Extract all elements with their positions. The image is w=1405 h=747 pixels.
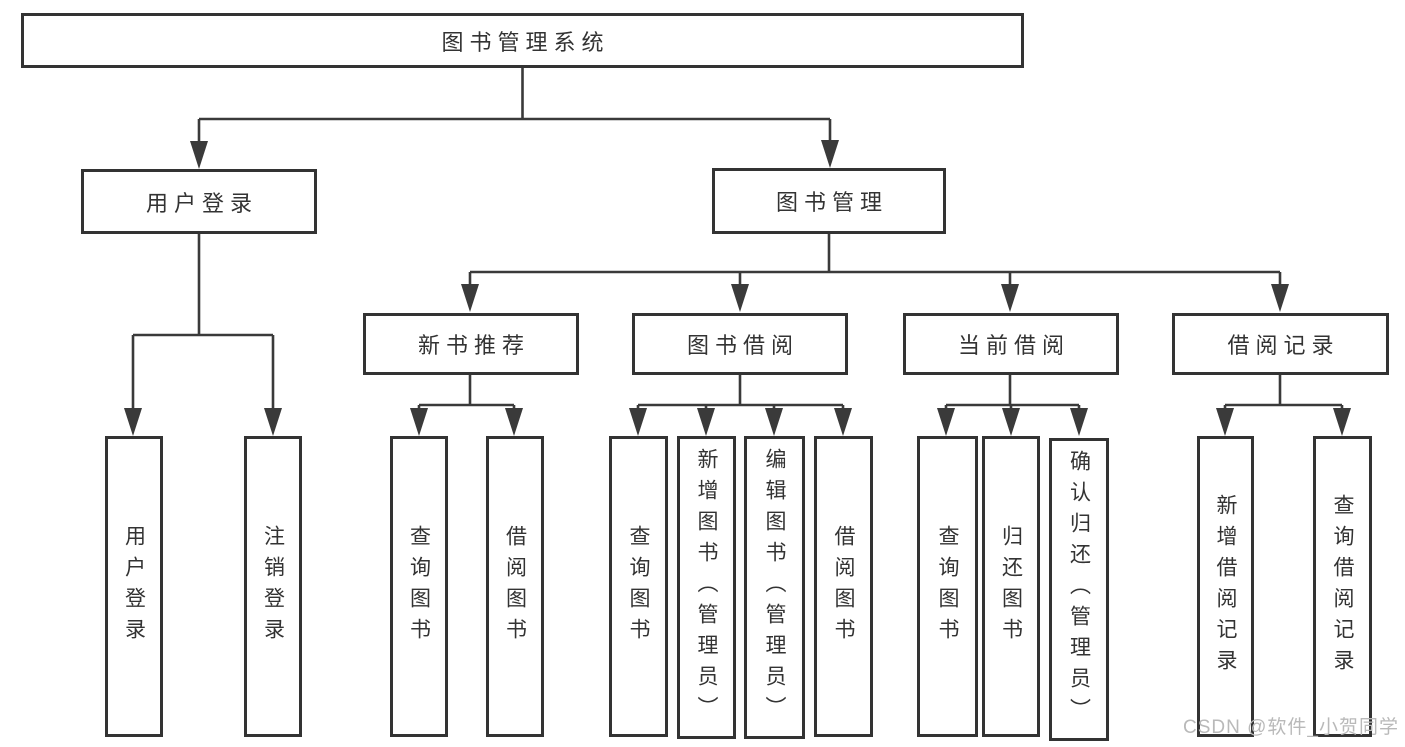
- node-leaf-user-login-label: 用户登录: [122, 524, 146, 649]
- connector-book-borrow-children: [629, 375, 852, 436]
- node-leaf-add-borrow-record: 新增借阅记录: [1197, 436, 1254, 737]
- node-leaf-logout: 注销登录: [244, 436, 302, 737]
- node-root: 图书管理系统: [21, 13, 1024, 68]
- connector-root-to-level2: [190, 68, 839, 169]
- connector-borrow-records-children: [1216, 375, 1351, 436]
- node-leaf-logout-label: 注销登录: [261, 524, 285, 649]
- node-current-borrow-label: 当前借阅: [957, 333, 1070, 358]
- node-leaf-query-borrow-record: 查询借阅记录: [1313, 436, 1372, 737]
- node-leaf-borrow-book-label: 借阅图书: [832, 524, 855, 649]
- watermark: CSDN @软件_小贺同学: [1183, 717, 1399, 738]
- node-leaf-return-book: 归还图书: [982, 436, 1040, 737]
- connector-user-login-children: [124, 234, 282, 436]
- connector-book-management-to-level3: [461, 234, 1289, 312]
- node-leaf-query-book-recommend: 查询图书: [390, 436, 448, 737]
- node-leaf-borrow-book-recommend: 借阅图书: [486, 436, 544, 737]
- node-root-label: 图书管理系统: [441, 29, 610, 55]
- node-book-management-label: 图书管理: [775, 190, 888, 215]
- node-new-book-recommend-label: 新书推荐: [417, 333, 530, 358]
- node-leaf-query-book-borrow-label: 查询图书: [627, 524, 650, 649]
- node-borrow-records-label: 借阅记录: [1227, 333, 1340, 358]
- node-user-login-label: 用户登录: [145, 190, 258, 216]
- node-book-management: 图书管理: [712, 168, 946, 234]
- node-leaf-add-book-label: 新增图书（管理员）: [695, 448, 718, 727]
- node-leaf-query-book-recommend-label: 查询图书: [407, 524, 431, 649]
- node-current-borrow: 当前借阅: [903, 313, 1119, 375]
- node-leaf-query-book-current-label: 查询图书: [936, 524, 959, 649]
- node-book-borrow: 图书借阅: [632, 313, 848, 375]
- connector-new-book-recommend-children: [410, 375, 523, 436]
- node-leaf-borrow-book: 借阅图书: [814, 436, 873, 737]
- node-leaf-return-book-label: 归还图书: [999, 524, 1023, 649]
- node-leaf-add-book: 新增图书（管理员）: [677, 436, 736, 739]
- connector-current-borrow-children: [937, 375, 1088, 436]
- node-leaf-query-book-borrow: 查询图书: [609, 436, 668, 737]
- node-borrow-records: 借阅记录: [1172, 313, 1389, 375]
- node-user-login: 用户登录: [81, 169, 317, 234]
- node-leaf-add-borrow-record-label: 新增借阅记录: [1214, 493, 1237, 680]
- node-book-borrow-label: 图书借阅: [686, 333, 799, 358]
- node-leaf-query-borrow-record-label: 查询借阅记录: [1331, 493, 1354, 680]
- node-leaf-edit-book: 编辑图书（管理员）: [744, 436, 805, 739]
- node-leaf-confirm-return-label: 确认归还（管理员）: [1067, 450, 1091, 729]
- node-leaf-query-book-current: 查询图书: [917, 436, 978, 737]
- node-leaf-confirm-return: 确认归还（管理员）: [1049, 438, 1109, 741]
- node-leaf-edit-book-label: 编辑图书（管理员）: [763, 448, 786, 727]
- node-leaf-user-login: 用户登录: [105, 436, 163, 737]
- node-new-book-recommend: 新书推荐: [363, 313, 579, 375]
- node-leaf-borrow-book-recommend-label: 借阅图书: [503, 524, 527, 649]
